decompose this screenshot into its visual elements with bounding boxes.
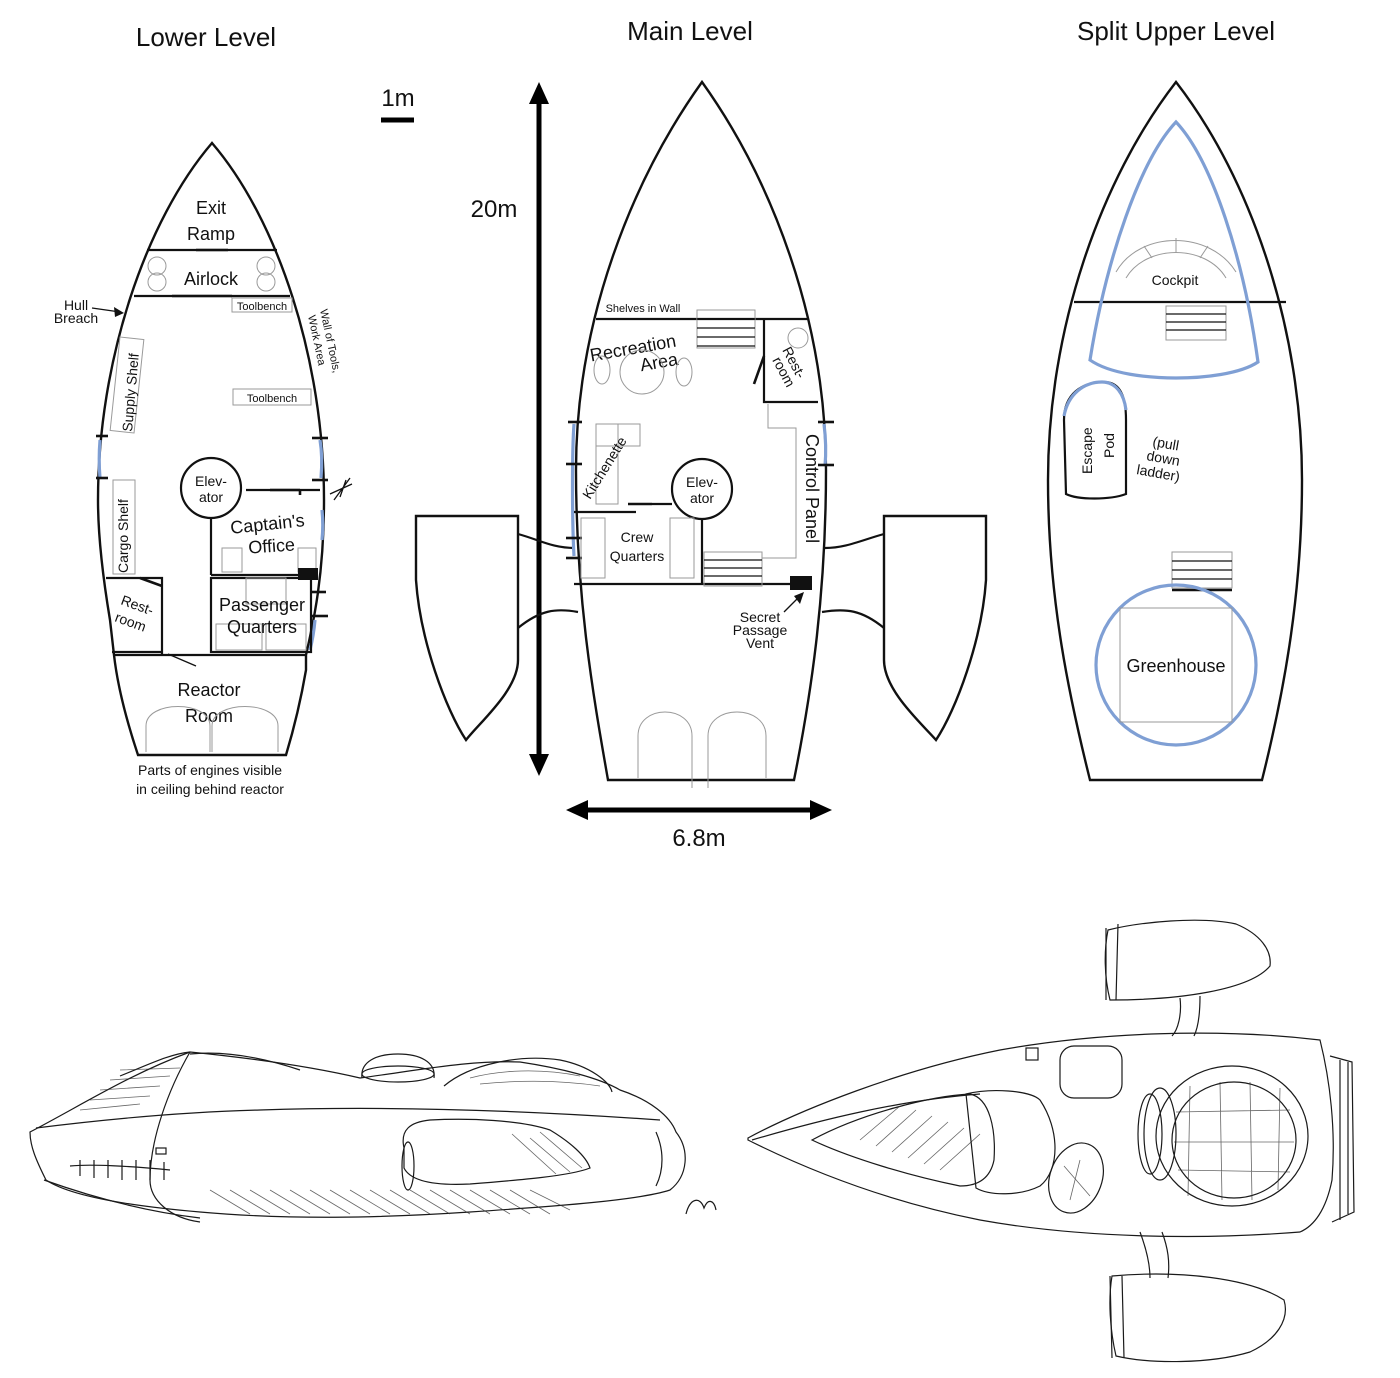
height-arrow: 20m [471, 82, 549, 776]
top-view-sketch [747, 919, 1355, 1363]
main-level-plan: Shelves in Wall Recreation Area Rest- ro… [414, 79, 988, 788]
lower-level-plan: Exit Ramp Airlock Hull Breach Toolbench … [54, 141, 353, 797]
lower-elevator-label-1: Elev- [195, 473, 227, 489]
main-elevator-label-2: ator [690, 490, 714, 506]
ladder-note-1: (pull [1151, 433, 1180, 453]
secret-vent-label-1: Secret [740, 609, 781, 625]
airlock-label: Airlock [184, 269, 239, 289]
escape-pod-label-2: Pod [1101, 433, 1117, 458]
greenhouse-dome [1094, 583, 1258, 747]
airlock-seats [147, 256, 276, 292]
scale-unit-label: 1m [381, 85, 414, 112]
engines-note-2: in ceiling behind reactor [136, 781, 284, 797]
side-view-sketch [29, 1051, 717, 1223]
exit-ramp-label-1: Exit [196, 198, 226, 218]
escape-pod-label-1: Escape [1079, 427, 1095, 474]
crew-quarters-label-2: Quarters [610, 548, 664, 564]
upper-level-plan: Cockpit Escape Pod (pull down ladder) Gr… [1046, 80, 1304, 782]
upper-level-title: Split Upper Level [1077, 16, 1275, 46]
crew-quarters-label-1: Crew [621, 529, 655, 545]
cockpit-label: Cockpit [1152, 272, 1199, 288]
supply-shelf-label: Supply Shelf [119, 352, 142, 432]
lower-level-title: Lower Level [136, 22, 276, 52]
ladder-note-3: ladder) [1135, 461, 1181, 484]
exit-ramp-label-2: Ramp [187, 224, 235, 244]
secret-vent-label-3: Vent [746, 635, 774, 651]
control-panel-label: Control Panel [802, 434, 822, 543]
width-label: 6.8m [672, 825, 725, 852]
lower-elevator-label-2: ator [199, 489, 223, 505]
secret-vent-marker [790, 576, 812, 590]
cockpit-window [1088, 119, 1260, 380]
shelves-in-wall-label: Shelves in Wall [606, 303, 681, 315]
width-arrow: 6.8m [566, 800, 832, 852]
toolbench-mid-label: Toolbench [247, 393, 297, 405]
hull-breach-label-1: Hull [64, 297, 88, 313]
passenger-quarters-label-1: Passenger [219, 595, 305, 615]
main-elevator-label-1: Elev- [686, 474, 718, 490]
main-right-pod [882, 514, 988, 742]
main-hull [574, 79, 828, 782]
main-stairs-bottom [703, 551, 763, 587]
main-left-pod [414, 514, 520, 743]
cargo-shelf-label: Cargo Shelf [115, 499, 131, 573]
reactor-room-label-1: Reactor [177, 680, 240, 700]
greenhouse-label: Greenhouse [1126, 656, 1225, 676]
engines-note-1: Parts of engines visible [138, 762, 282, 778]
captains-office-label-2: Office [248, 534, 296, 557]
ladder-note-2: down [1145, 447, 1181, 469]
reactor-room-label-2: Room [185, 706, 233, 726]
secret-vent-label-2: Passage [733, 622, 788, 638]
toolbench-top-label: Toolbench [237, 301, 287, 313]
main-stairs-top [696, 309, 756, 349]
hull-breach-label-2: Breach [54, 310, 98, 326]
main-level-title: Main Level [627, 16, 753, 46]
height-label: 20m [471, 196, 518, 223]
scale-bar-1m: 1m [381, 85, 415, 123]
upper-stairs-top [1165, 305, 1227, 341]
passenger-quarters-label-2: Quarters [227, 617, 297, 637]
